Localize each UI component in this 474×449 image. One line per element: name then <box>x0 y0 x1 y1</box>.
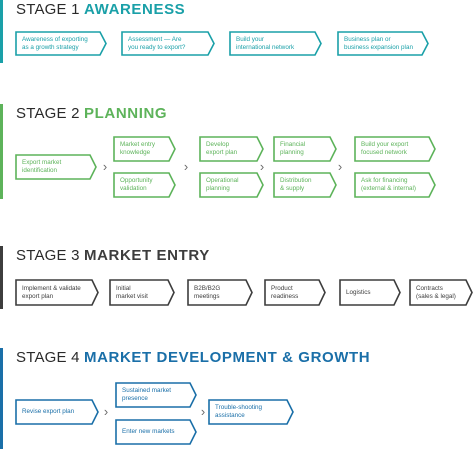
stage-3-prefix: STAGE 3 <box>16 247 80 264</box>
stage-4-start-label: Revise export plan <box>22 408 75 416</box>
stage-2-step-ask-for-financing-extern-arrow-box <box>354 172 436 198</box>
stage-2-title: STAGE 2 PLANNING <box>16 105 167 122</box>
stage-2-step-financial-planning-arrow-box <box>273 136 337 162</box>
stage-4-enter-new-markets-label: Enter new markets <box>122 428 175 436</box>
stage-3-step-logistics-label: Logistics <box>346 288 371 296</box>
stage-1-step-business-plan-or-busines-arrow-box <box>337 31 429 56</box>
stage-3-step-b2b-b2g-meetings-label: B2B/B2G meetings <box>194 284 221 300</box>
stage-2-step-ask-for-financing-extern-label: Ask for financing (external & internal) <box>361 177 416 192</box>
stage-2-chevron-right-icon: › <box>259 159 265 174</box>
stage-2-step-market-entry-knowledge-label: Market entry knowledge <box>120 141 155 156</box>
stage-4-enter-new-markets-arrow-box <box>115 419 197 445</box>
stage-1-step-awareness-of-exporting-a-arrow-box <box>15 31 107 56</box>
stage-2-step-distribution-supply-arrow-box <box>273 172 337 198</box>
stage-2-prefix: STAGE 2 <box>16 105 80 122</box>
stage-2-step-develop-export-plan-label: Develop export plan <box>206 141 238 156</box>
stage-2-step-opportunity-validation-label: Opportunity validation <box>120 177 153 192</box>
stage-4-name: MARKET DEVELOPMENT & GROWTH <box>84 349 371 366</box>
stage-2-step-develop-export-plan-arrow-box <box>199 136 264 162</box>
stage-3-step-product-readiness-arrow-box <box>264 279 326 306</box>
stage-1-step-build-your-international-label: Build your international network <box>236 35 295 51</box>
stage-3-step-initial-market-visit-label: Initial market visit <box>116 284 148 300</box>
stage-4-accent-bar <box>0 348 3 449</box>
stage-2-step-build-your-export-focuse-arrow-box <box>354 136 436 162</box>
stage-4-chevron-right-icon: › <box>200 404 206 419</box>
stage-3-step-logistics-arrow-box <box>339 279 401 306</box>
stage-2-step-opportunity-validation-arrow-box <box>113 172 176 198</box>
stage-3-step-product-readiness-label: Product readiness <box>271 284 299 300</box>
stage-4-trouble-shooting-arrow-box <box>208 399 294 425</box>
stage-3-step-b2b-b2g-meetings-arrow-box <box>187 279 253 306</box>
stage-2-chevron-right-icon: › <box>337 159 343 174</box>
stage-4-start-arrow-box <box>15 399 99 425</box>
stage-1-title: STAGE 1 AWARENESS <box>16 1 185 18</box>
stage-2-start-label: Export market identification <box>22 159 62 174</box>
stage-2-chevron-right-icon: › <box>183 159 189 174</box>
stage-2-name: PLANNING <box>84 105 168 122</box>
stage-4-chevron-right-icon: › <box>103 404 109 419</box>
stage-4-prefix: STAGE 4 <box>16 349 80 366</box>
stage-4-title: STAGE 4 MARKET DEVELOPMENT & GROWTH <box>16 349 370 366</box>
stage-3-step-contracts-sales-legal-label: Contracts (sales & legal) <box>416 284 456 300</box>
stage-2-step-operational-planning-label: Operational planning <box>206 177 239 192</box>
stage-1-step-awareness-of-exporting-a-label: Awareness of exporting as a growth strat… <box>22 35 88 51</box>
stage-3-title: STAGE 3 MARKET ENTRY <box>16 247 210 264</box>
stage-4-sustained-market-presence-arrow-box <box>115 382 197 408</box>
stage-1-accent-bar <box>0 0 3 63</box>
stage-3-step-implement-validate-expor-arrow-box <box>15 279 99 306</box>
stage-4-sustained-market-presence-label: Sustained market presence <box>122 387 172 402</box>
stage-3-accent-bar <box>0 246 3 309</box>
stage-4-trouble-shooting-label: Trouble-shooting assistance <box>215 404 263 419</box>
stage-1-name: AWARENESS <box>84 1 186 18</box>
stage-2-step-financial-planning-label: Financial planning <box>280 141 306 156</box>
stage-1-step-assessment-are-you-ready-label: Assessment — Are you ready to export? <box>128 35 186 51</box>
stage-1-prefix: STAGE 1 <box>16 1 80 18</box>
stage-2-step-market-entry-knowledge-arrow-box <box>113 136 176 162</box>
stage-1-step-assessment-are-you-ready-arrow-box <box>121 31 215 56</box>
stage-2-step-operational-planning-arrow-box <box>199 172 264 198</box>
stage-1-step-build-your-international-arrow-box <box>229 31 322 56</box>
stage-2-start-arrow-box <box>15 154 97 180</box>
stage-2-accent-bar <box>0 104 3 199</box>
stage-1-step-business-plan-or-busines-label: Business plan or business expansion plan <box>344 35 413 51</box>
stage-3-name: MARKET ENTRY <box>84 247 210 264</box>
stage-2-step-build-your-export-focuse-label: Build your export focused network <box>361 141 409 156</box>
stage-2-step-distribution-supply-label: Distribution & supply <box>280 177 312 192</box>
stage-2-chevron-right-icon: › <box>102 159 108 174</box>
stage-3-step-implement-validate-expor-label: Implement & validate export plan <box>22 284 81 300</box>
stage-3-step-initial-market-visit-arrow-box <box>109 279 175 306</box>
stage-3-step-contracts-sales-legal-arrow-box <box>409 279 473 306</box>
